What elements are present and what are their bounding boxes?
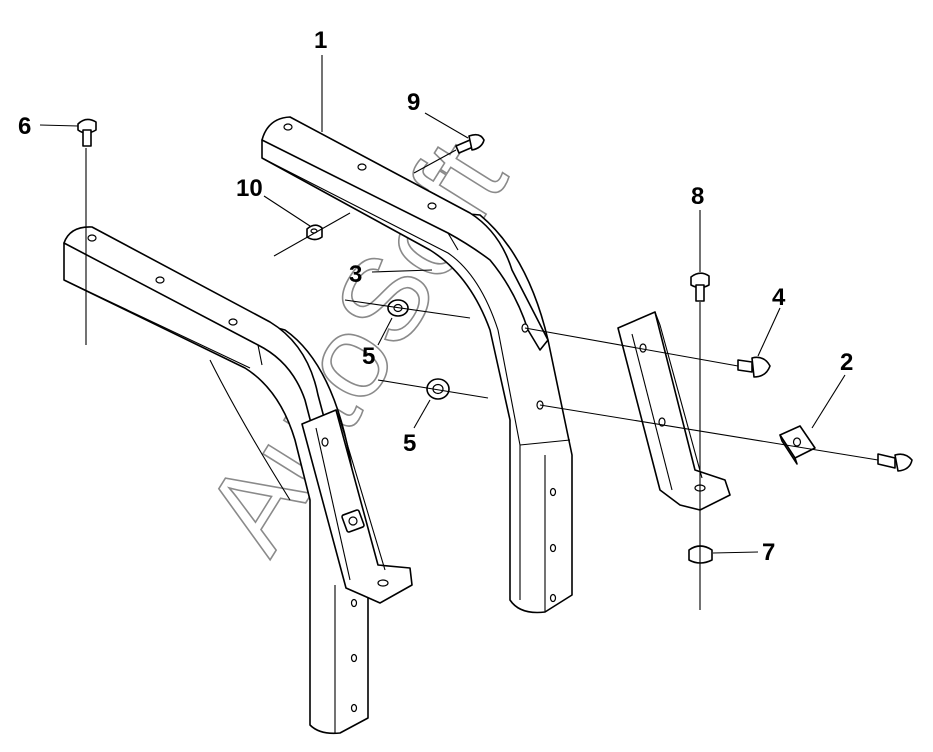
callout-7: 7 <box>762 539 775 566</box>
bolt-8 <box>690 272 710 302</box>
callout-2: 2 <box>840 349 853 376</box>
square-nut <box>779 425 816 465</box>
leader-lines <box>39 55 846 554</box>
nut-10 <box>306 224 323 241</box>
callout-3: 3 <box>349 261 362 288</box>
nut-5b <box>426 378 450 400</box>
callout-4: 4 <box>772 284 786 311</box>
bolt-6 <box>77 118 97 147</box>
callout-1: 1 <box>314 27 327 54</box>
callout-8: 8 <box>691 183 704 210</box>
callout-6: 6 <box>18 113 31 140</box>
bolt-9 <box>455 133 485 154</box>
assembly-lines <box>85 148 879 610</box>
bolt-4 <box>737 356 771 378</box>
tube-right <box>261 116 573 614</box>
bracket-left <box>301 409 413 604</box>
callout-5-lower: 5 <box>403 430 416 457</box>
callout-9: 9 <box>407 89 420 116</box>
bracket-right <box>617 311 731 511</box>
tube-left <box>63 226 369 735</box>
callout-10: 10 <box>236 175 263 202</box>
callout-5-upper: 5 <box>362 343 375 370</box>
bolt-right-lower <box>877 453 913 472</box>
